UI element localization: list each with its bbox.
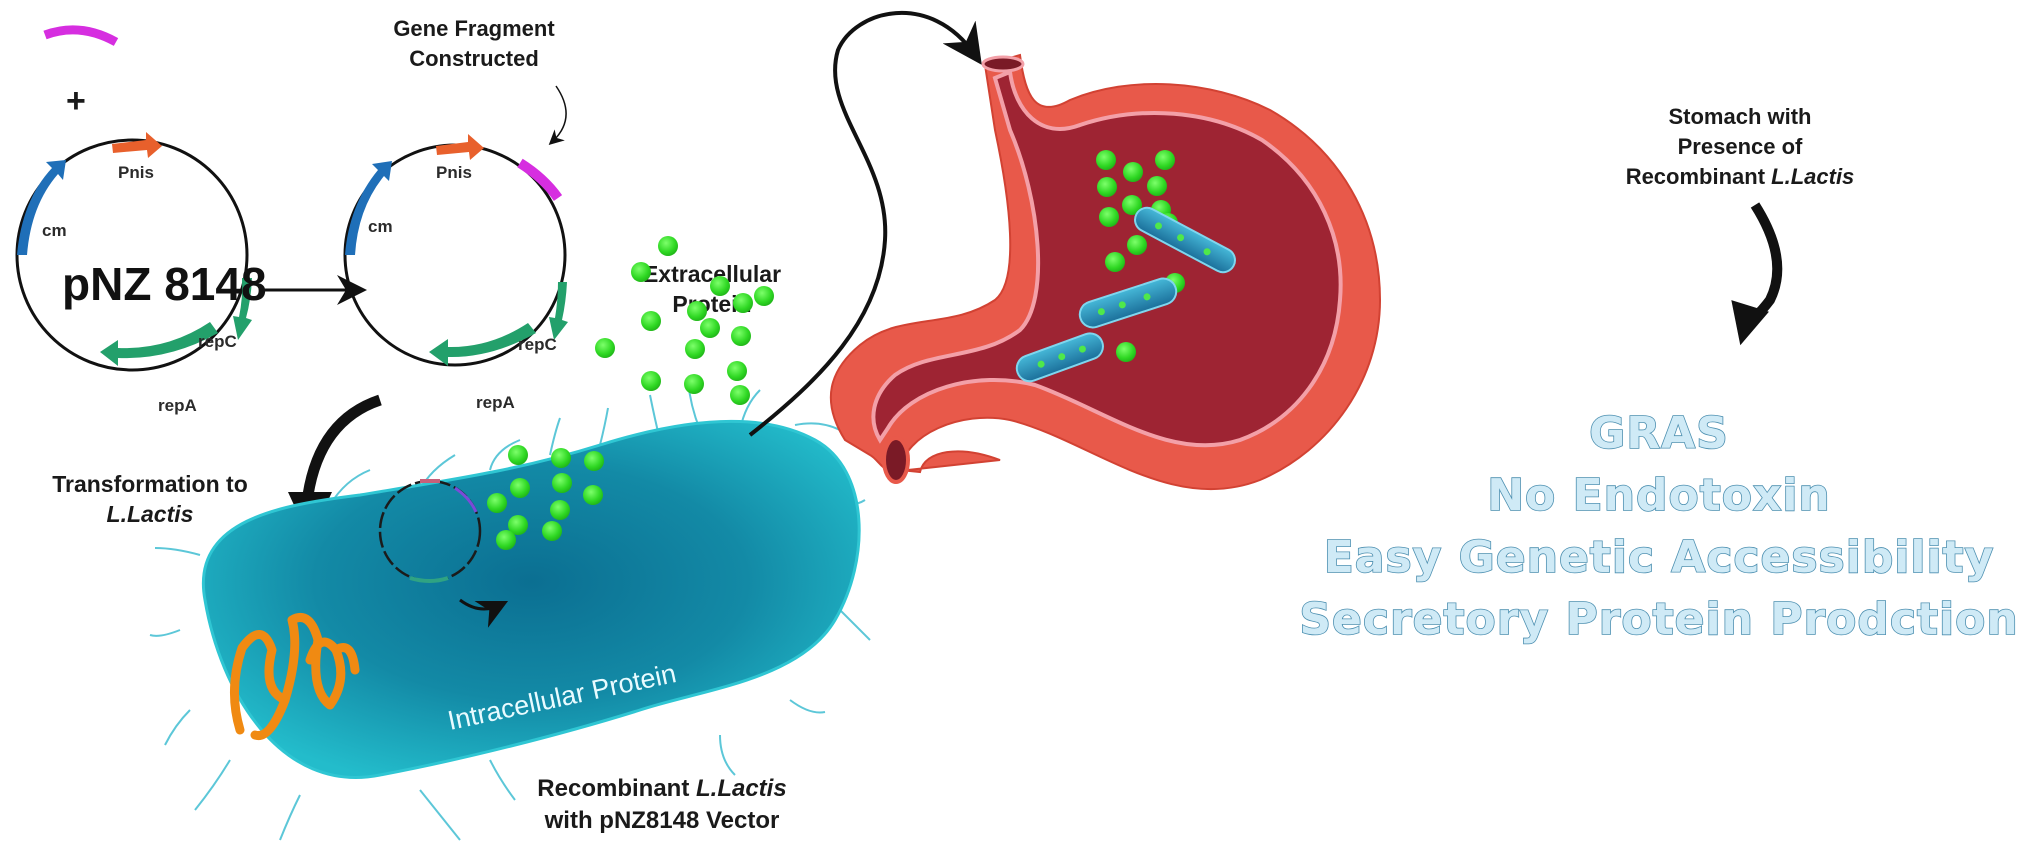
extracellular-protein-dot bbox=[733, 293, 753, 313]
bacterium-caption: Recombinant L.Lactis bbox=[537, 775, 786, 802]
extracellular-protein-dot bbox=[641, 371, 661, 391]
stomach-protein-dot bbox=[1105, 252, 1125, 272]
mini-bacterium-icon bbox=[1015, 332, 1104, 383]
extracellular-protein-dot bbox=[710, 276, 730, 296]
stomach bbox=[829, 53, 1382, 491]
gene-label-cm: cm bbox=[42, 221, 67, 240]
outcome-arrowhead-icon bbox=[1731, 300, 1769, 346]
transformation-organism: L.Lactis bbox=[107, 501, 194, 527]
advantage-item: Secretory Protein Prodction bbox=[1299, 594, 2018, 645]
mini-bacterium-icon bbox=[1134, 206, 1236, 274]
repa-arrow-icon bbox=[100, 322, 218, 366]
intracellular-protein-dot bbox=[508, 445, 528, 465]
bacterium-caption-2: with pNZ8148 Vector bbox=[544, 807, 780, 834]
stomach-protein-dot bbox=[1096, 150, 1116, 170]
stomach-protein-dot bbox=[1127, 235, 1147, 255]
repc-arrow-icon bbox=[549, 282, 568, 340]
gene-label-repc: repC bbox=[518, 335, 557, 354]
intracellular-protein-dot bbox=[542, 521, 562, 541]
cm-arrow-icon bbox=[345, 161, 392, 255]
insert-fragment bbox=[43, 25, 119, 46]
plasmid-name: pNZ 8148 bbox=[62, 258, 267, 310]
intracellular-protein-dot bbox=[510, 478, 530, 498]
gene-fragment-annotation: Gene Fragment bbox=[393, 16, 555, 41]
plus-sign: + bbox=[66, 82, 86, 120]
plasmid-original: + Pnis cm repC repA pNZ 8148 bbox=[15, 25, 267, 415]
extracellular-protein-dot bbox=[685, 339, 705, 359]
stomach-protein-dot bbox=[1155, 150, 1175, 170]
extracellular-protein-dot bbox=[687, 301, 707, 321]
annotation-pointer-icon bbox=[548, 85, 567, 146]
gene-label-pnis: Pnis bbox=[118, 163, 154, 182]
stomach-protein-dot bbox=[1099, 207, 1119, 227]
extracellular-protein-dot bbox=[595, 338, 615, 358]
stomach-protein-dot bbox=[1122, 195, 1142, 215]
intracellular-protein-dot bbox=[551, 448, 571, 468]
nucleoid-icon bbox=[230, 613, 360, 741]
intracellular-protein-dot bbox=[550, 500, 570, 520]
extracellular-protein-dot bbox=[754, 286, 774, 306]
intracellular-protein-dot bbox=[496, 530, 516, 550]
inner-plasmid-icon bbox=[378, 479, 482, 583]
intracellular-protein-dot bbox=[487, 493, 507, 513]
extracellular-protein-dot bbox=[730, 385, 750, 405]
extracellular-protein-dot bbox=[658, 236, 678, 256]
mini-bacterium-icon bbox=[1078, 277, 1178, 329]
pnis-arrow-icon bbox=[112, 132, 162, 158]
extracellular-proteins bbox=[595, 236, 774, 405]
stomach-protein-dot bbox=[1123, 162, 1143, 182]
stomach-protein-dot bbox=[1147, 176, 1167, 196]
repa-arrow-icon bbox=[429, 323, 536, 366]
expression-arrow-icon bbox=[459, 598, 509, 628]
gene-label-repa: repA bbox=[476, 393, 515, 412]
bacterium-body bbox=[201, 420, 861, 779]
gene-label-pnis: Pnis bbox=[436, 163, 472, 182]
gene-fragment-insert bbox=[517, 158, 563, 201]
advantage-item: GRAS bbox=[1589, 408, 1729, 459]
gene-label-repa: repA bbox=[158, 396, 197, 415]
gene-fragment-annotation-2: Constructed bbox=[409, 46, 539, 71]
esophagus-opening bbox=[981, 55, 1025, 73]
advantages-list: GRAS No Endotoxin Easy Genetic Accessibi… bbox=[1299, 407, 2019, 646]
intracellular-proteins bbox=[487, 445, 604, 550]
stomach-protein-dot bbox=[1097, 177, 1117, 197]
cm-arrow-icon bbox=[17, 160, 66, 255]
transfer-arrow-icon bbox=[748, 10, 982, 437]
extracellular-protein-dot bbox=[731, 326, 751, 346]
intracellular-protein-dot bbox=[584, 451, 604, 471]
stomach-bacteria bbox=[1015, 206, 1236, 383]
bacterium: Intracellular Protein bbox=[149, 379, 871, 841]
transformation-arrow-icon bbox=[302, 394, 382, 496]
extracellular-protein-dot bbox=[684, 374, 704, 394]
extracellular-protein-dot bbox=[727, 361, 747, 381]
extracellular-protein-dot bbox=[631, 262, 651, 282]
stomach-caption-2: Presence of bbox=[1678, 134, 1803, 159]
pnis-arrow-icon bbox=[436, 134, 484, 160]
intracellular-protein-dot bbox=[508, 515, 528, 535]
transformation-label: Transformation to bbox=[52, 471, 248, 497]
duodenum-opening bbox=[882, 436, 910, 484]
gene-label-repc: repC bbox=[198, 332, 237, 351]
intracellular-protein-dot bbox=[583, 485, 603, 505]
advantage-item: Easy Genetic Accessibility bbox=[1324, 532, 1995, 583]
stomach-caption: Stomach with bbox=[1668, 104, 1811, 129]
stomach-protein-dot bbox=[1116, 342, 1136, 362]
extracellular-protein-dot bbox=[641, 311, 661, 331]
advantage-item: No Endotoxin bbox=[1487, 470, 1831, 521]
intracellular-protein-dot bbox=[552, 473, 572, 493]
repc-arrow-icon bbox=[233, 278, 252, 340]
plasmid-constructed: Pnis cm repC repA Gene Fragment Construc… bbox=[343, 16, 568, 412]
extracellular-protein-dot bbox=[700, 318, 720, 338]
stomach-caption-3: Recombinant L.Lactis bbox=[1626, 164, 1855, 189]
gene-label-cm: cm bbox=[368, 217, 393, 236]
